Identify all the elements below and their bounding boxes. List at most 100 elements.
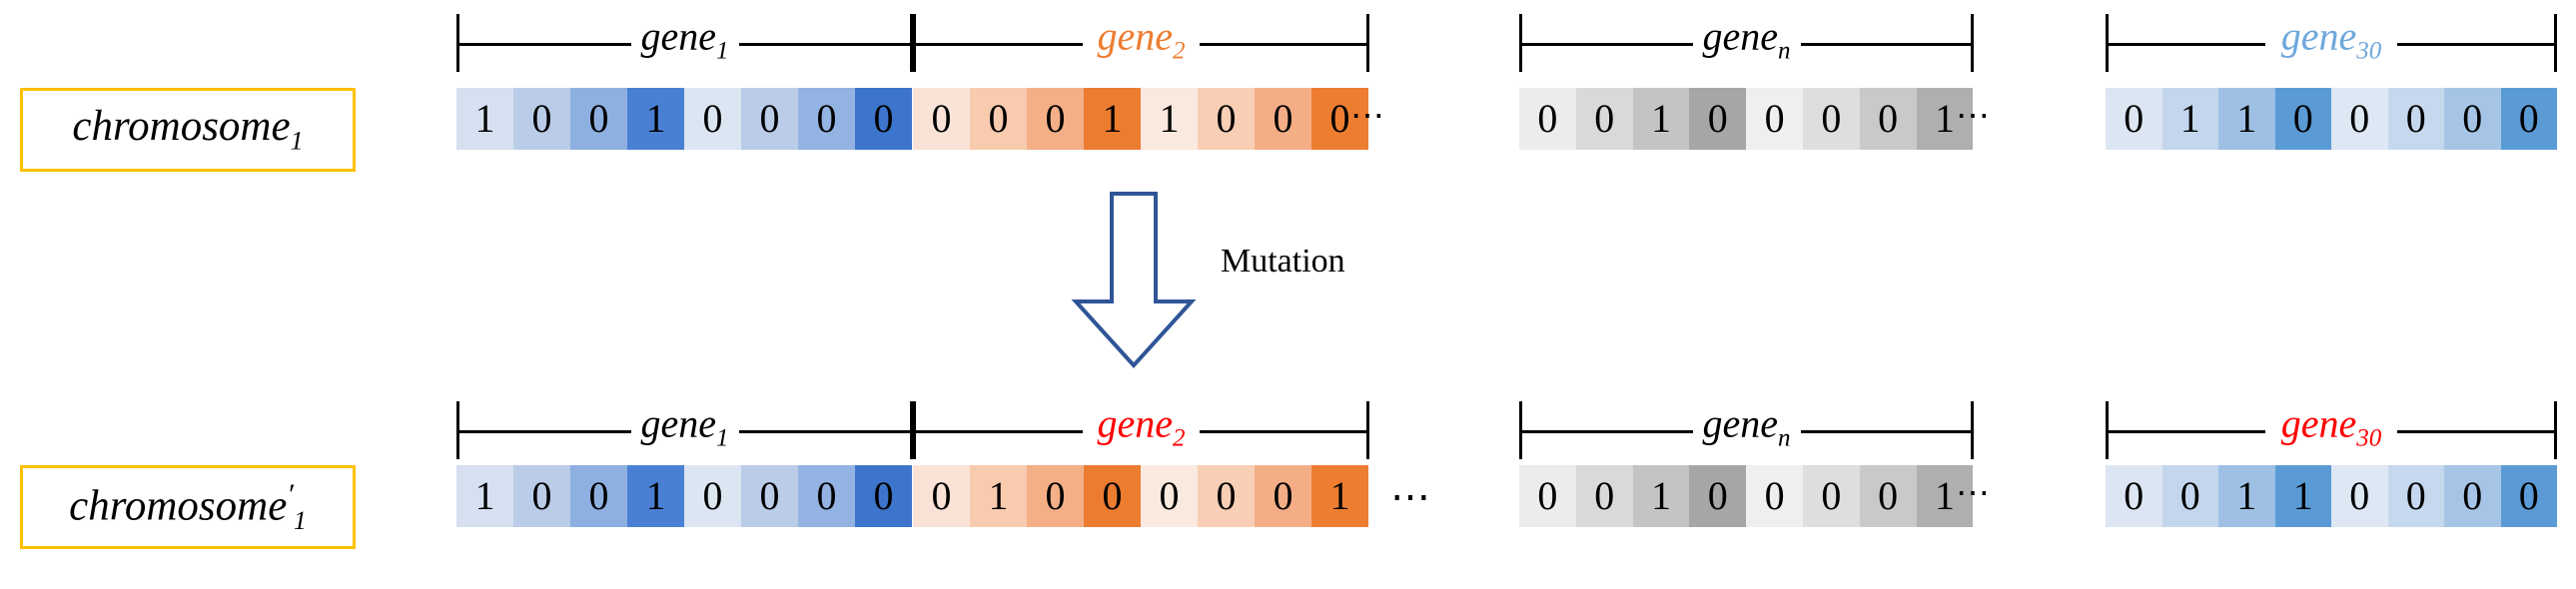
gene-label-text: gene <box>2280 13 2357 59</box>
bracket-tick-right-icon <box>1971 14 1974 72</box>
gene-label-subscript: 30 <box>2356 37 2382 65</box>
gene-cell: 0 <box>1859 88 1917 150</box>
gene-cell: 0 <box>855 88 912 150</box>
bracket-tick-left-icon <box>456 401 459 459</box>
gene-group-original-30: gene30 <box>2106 14 2557 72</box>
gene-cell: 0 <box>1519 88 1576 150</box>
gene-cell: 1 <box>1632 88 1690 150</box>
gene-group-original-n: genen <box>1519 14 1974 72</box>
gene-cell: 0 <box>1746 88 1803 150</box>
gene-group-mutated-2: gene2 <box>913 401 1369 459</box>
gene-cell: 0 <box>684 88 741 150</box>
bracket-line-left <box>1519 43 1699 46</box>
gene-cell: 0 <box>1519 465 1576 527</box>
gene-cell: 1 <box>2274 465 2331 527</box>
gene-cell: 0 <box>913 88 970 150</box>
bracket-tick-left-icon <box>913 14 916 72</box>
gene-cell: 0 <box>513 88 570 150</box>
gene-cell: 0 <box>513 465 570 527</box>
gene-label-text: gene <box>1097 13 1174 59</box>
gene-cell: 0 <box>2387 88 2444 150</box>
gene-cell: 1 <box>1141 88 1198 150</box>
gene-cell: 0 <box>2161 465 2218 527</box>
chromosome-label-box-original: chromosome1 <box>20 88 356 172</box>
gene-cell: 1 <box>456 88 513 150</box>
gene-label-text: gene <box>2280 400 2357 446</box>
bracket-line-right <box>1200 43 1369 46</box>
gene-cell: 0 <box>1198 88 1255 150</box>
gene-bracket-mutated-30: gene30 <box>2106 401 2557 459</box>
gene-cell: 1 <box>2218 88 2275 150</box>
chromosome-label-text: chromosome <box>72 103 291 151</box>
gene-cell: 0 <box>1027 465 1084 527</box>
gene-label-subscript: n <box>1778 424 1791 452</box>
gene-label-original-2: gene2 <box>1087 13 1196 65</box>
gene-cell: 1 <box>456 465 513 527</box>
bracket-tick-left-icon <box>1519 401 1522 459</box>
gene-label-subscript: 2 <box>1173 424 1186 452</box>
gene-bracket-mutated-n: genen <box>1519 401 1974 459</box>
gene-cell: 0 <box>1084 465 1141 527</box>
gene-label-subscript: 1 <box>716 424 729 452</box>
gene-cell: 1 <box>2218 465 2275 527</box>
bracket-tick-right-icon <box>1366 14 1369 72</box>
bracket-tick-left-icon <box>913 401 916 459</box>
bracket-tick-right-icon <box>2554 14 2557 72</box>
gene-cell: 1 <box>1311 465 1368 527</box>
gene-bracket-original-1: gene1 <box>456 14 913 72</box>
gene-cell: 0 <box>1689 465 1747 527</box>
gene-label-subscript: 2 <box>1173 37 1186 65</box>
gene-cell: 0 <box>2106 465 2162 527</box>
ellipsis-original-after-gene2: ⋯ <box>1350 98 1386 135</box>
gene-group-original-1: gene1 <box>456 14 913 72</box>
bracket-line-right <box>723 43 913 46</box>
gene-cell: 0 <box>913 465 970 527</box>
gene-label-subscript: 1 <box>716 37 729 65</box>
gene-bracket-original-30: gene30 <box>2106 14 2557 72</box>
gene-cell: 0 <box>970 88 1027 150</box>
chromosome-label-box-mutated: chromosome′1 <box>20 465 356 549</box>
bracket-line-right <box>1794 43 1974 46</box>
gene-cell: 0 <box>684 465 741 527</box>
gene-cell: 1 <box>970 465 1027 527</box>
gene-cell: 0 <box>2500 465 2557 527</box>
gene-cell: 0 <box>798 88 855 150</box>
gene-group-mutated-n: genen <box>1519 401 1974 459</box>
gene-cell: 0 <box>1311 88 1368 150</box>
gene-cell: 0 <box>2106 88 2162 150</box>
bracket-tick-left-icon <box>2106 401 2109 459</box>
bracket-line-right <box>1794 430 1974 433</box>
ellipsis-mutated-after-genen: ⋯ <box>1956 475 1992 512</box>
gene-bracket-mutated-2: gene2 <box>913 401 1369 459</box>
bracket-line-left <box>1519 430 1699 433</box>
gene-cell: 0 <box>2274 88 2331 150</box>
bracket-line-left <box>2106 430 2265 433</box>
gene-group-original-2: gene2 <box>913 14 1369 72</box>
gene-label-mutated-1: gene1 <box>630 403 739 452</box>
gene-group-mutated-1: gene1 <box>456 401 913 459</box>
gene-bracket-original-n: genen <box>1519 14 1974 72</box>
gene-cell: 1 <box>627 88 684 150</box>
mutation-label: Mutation <box>1221 243 1345 280</box>
gene-bracket-original-2: gene2 <box>913 14 1369 72</box>
bracket-line-left <box>456 43 646 46</box>
gene-cell: 0 <box>1198 465 1255 527</box>
gene-label-subscript: 30 <box>2356 424 2382 452</box>
chromosome-label-subscript: 1 <box>293 505 307 535</box>
ellipsis-mutated-middle: ⋯ <box>1390 474 1432 519</box>
mutation-arrow <box>1064 190 1204 369</box>
gene-cell: 0 <box>1575 88 1633 150</box>
gene-cell: 1 <box>1632 465 1690 527</box>
bracket-line-right <box>723 430 913 433</box>
ellipsis-original-after-genen: ⋯ <box>1956 98 1992 135</box>
gene-label-mutated-2: gene2 <box>1087 403 1196 452</box>
gene-cell: 0 <box>1575 465 1633 527</box>
gene-cell: 0 <box>2331 465 2388 527</box>
chromosome-label-text: chromosome <box>69 482 288 530</box>
gene-label-original-n: genen <box>1692 16 1801 64</box>
gene-cell: 0 <box>798 465 855 527</box>
